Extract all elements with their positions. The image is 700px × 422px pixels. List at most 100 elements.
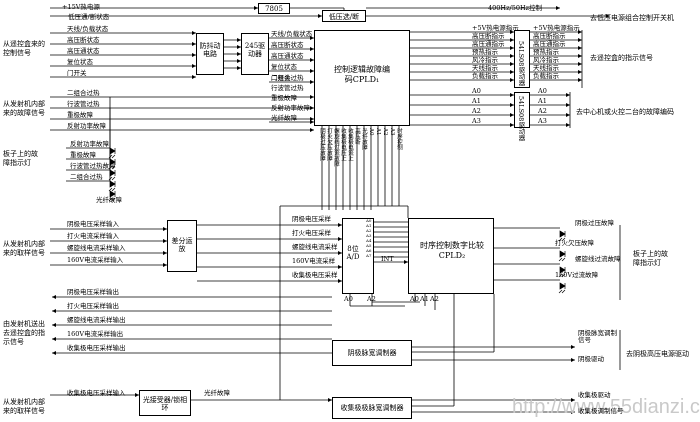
cathode-out-label-1: 阴极驱动 (578, 355, 604, 363)
low-voltage-status: 低压通/断状态 (68, 13, 110, 21)
arrow (318, 14, 322, 18)
arrow (237, 38, 241, 42)
arrow (578, 46, 582, 50)
arrow (510, 70, 514, 74)
arrow (571, 410, 575, 414)
arrow (338, 265, 342, 269)
arrow (510, 103, 514, 107)
arrow (310, 117, 314, 121)
arrow (510, 62, 514, 66)
arrow (52, 337, 56, 341)
optical-label: 光接受器/锁相环 (142, 396, 188, 412)
vertical-label-2: 螺旋线过流故障 (333, 128, 339, 167)
adc-pin-4: A4 (366, 238, 372, 243)
cathode-mod-box: 阴极脉宽调制器 (332, 340, 412, 366)
vertical-label-8: A1 (375, 128, 381, 136)
arrow (237, 52, 241, 56)
arrow (571, 398, 575, 402)
arrow (566, 123, 570, 127)
regulator-label: 7805 (265, 5, 283, 13)
input-a-label-4: 门开关 (67, 69, 87, 77)
collector-out-1: 收集极调制信号 (578, 407, 624, 415)
input-b-label-3: 反射功率故障 (67, 122, 106, 130)
driver245-label: 245驱动器 (244, 42, 266, 58)
arrow (237, 59, 241, 63)
adc-pin-1: A1 (366, 223, 372, 228)
cpld-in-b-label-3: 反射功率故障 (271, 104, 310, 112)
arrow (310, 80, 314, 84)
driver-a-in-1: 高压断指示 (472, 32, 505, 40)
adc-pin-2: A2 (366, 228, 372, 233)
adc-int-label: INT (381, 255, 394, 263)
arrow (566, 93, 570, 97)
driver-b-box: 54LS08驱动器 (514, 92, 530, 141)
ctrl-400-label: 400Hz/50Hz控制 (488, 4, 543, 12)
arrow (163, 227, 167, 231)
led-label-1: 重极故障 (70, 151, 96, 159)
arrow (52, 323, 56, 327)
cpld-in-b-label-1: 行波管过热 (271, 84, 304, 92)
group-board-fault: 板子上的故障指示灯 (3, 150, 38, 167)
cpld-in-b-label-0: 二组合过热 (271, 74, 304, 82)
code-bit-in-2: A2 (472, 107, 481, 115)
driver-a-out-1: 高压断指示 (533, 32, 566, 40)
vertical-label-1: 打火欠压故障 (326, 128, 332, 161)
cathode-mod-label: 阴极脉宽调制器 (347, 349, 397, 357)
cpld-in-a-label-3: 复位状态 (271, 63, 297, 71)
optical-out-label: 光纤故障 (204, 389, 230, 397)
arrow (163, 251, 167, 255)
cpld1-label: 控制逻辑故障编码CPLD₁ (334, 65, 390, 84)
adc-pin-5: A5 (366, 243, 372, 248)
compare-box: 时序控制数字比较CPLD₂ (408, 218, 494, 294)
collector-mod-box: 收集极极脉宽调制器 (332, 397, 412, 419)
cmp-a0-label: A0 (410, 295, 419, 303)
driver-a-in-5: 天线指示 (472, 64, 498, 72)
driver-a-out-4: 风冷指示 (533, 56, 559, 64)
code-dest: 去中心机或火控二台的故障编码 (576, 108, 674, 116)
driver-a-out-3: 预热指示 (533, 48, 559, 56)
fault-led-2 (558, 266, 566, 278)
input-a-label-3: 复位状态 (67, 58, 93, 66)
board-indicator: 板子上的故障指示灯 (633, 250, 668, 267)
collector-out-0: 收集极驱动 (578, 391, 611, 399)
arrow (310, 95, 314, 99)
fault-out-label-1: 打火欠压故障 (555, 239, 594, 247)
input-b-label-0: 二组合过热 (67, 89, 100, 97)
sample-in-label-1: 打火电流采样输入 (67, 232, 119, 240)
cpld-in-b-label-4: 光纤故障 (271, 114, 297, 122)
arrow (578, 62, 582, 66)
arrow (163, 239, 167, 243)
fault-led-1 (558, 250, 566, 262)
cpld-in-a-label-0: 天线/负载状态 (271, 30, 313, 38)
arrow (578, 54, 582, 58)
arrow (510, 93, 514, 97)
input-b-label-2: 重极故障 (67, 111, 93, 119)
arrow (404, 260, 408, 264)
arrow (254, 6, 258, 10)
code-bit-out-2: A2 (538, 107, 547, 115)
vertical-label-11: 时序控制 (396, 128, 402, 150)
adc-pin-3: A3 (366, 233, 372, 238)
arrow (192, 53, 196, 57)
cathode-out-label-0: 阴极脉宽调制信号 (578, 329, 617, 344)
fault-out-label-3: 160V过流故障 (555, 271, 599, 279)
arrow (566, 103, 570, 107)
sample-out-label-4: 收集极电压采样输出 (67, 344, 126, 352)
driver-b-label: 54LS08驱动器 (517, 96, 525, 141)
arrow (192, 42, 196, 46)
arrow (310, 106, 314, 110)
cmp-a2-label: A2 (430, 295, 439, 303)
arrow (566, 113, 570, 117)
adc-pin-7: A7 (366, 253, 372, 258)
cmp-a1-label: A1 (420, 295, 429, 303)
arrow (237, 45, 241, 49)
arrow (310, 120, 314, 124)
arrow (578, 38, 582, 42)
driver-a-in-3: 预热指示 (472, 48, 498, 56)
driver-a-in-6: 负载指示 (472, 72, 498, 80)
driver-a-box: 54LS08驱动器 (514, 30, 530, 88)
led-label-fiber: 光纤故障 (96, 196, 122, 204)
group-transmitter-fault: 从发射机内部来的故障信号 (3, 100, 45, 117)
arrow (310, 58, 314, 62)
